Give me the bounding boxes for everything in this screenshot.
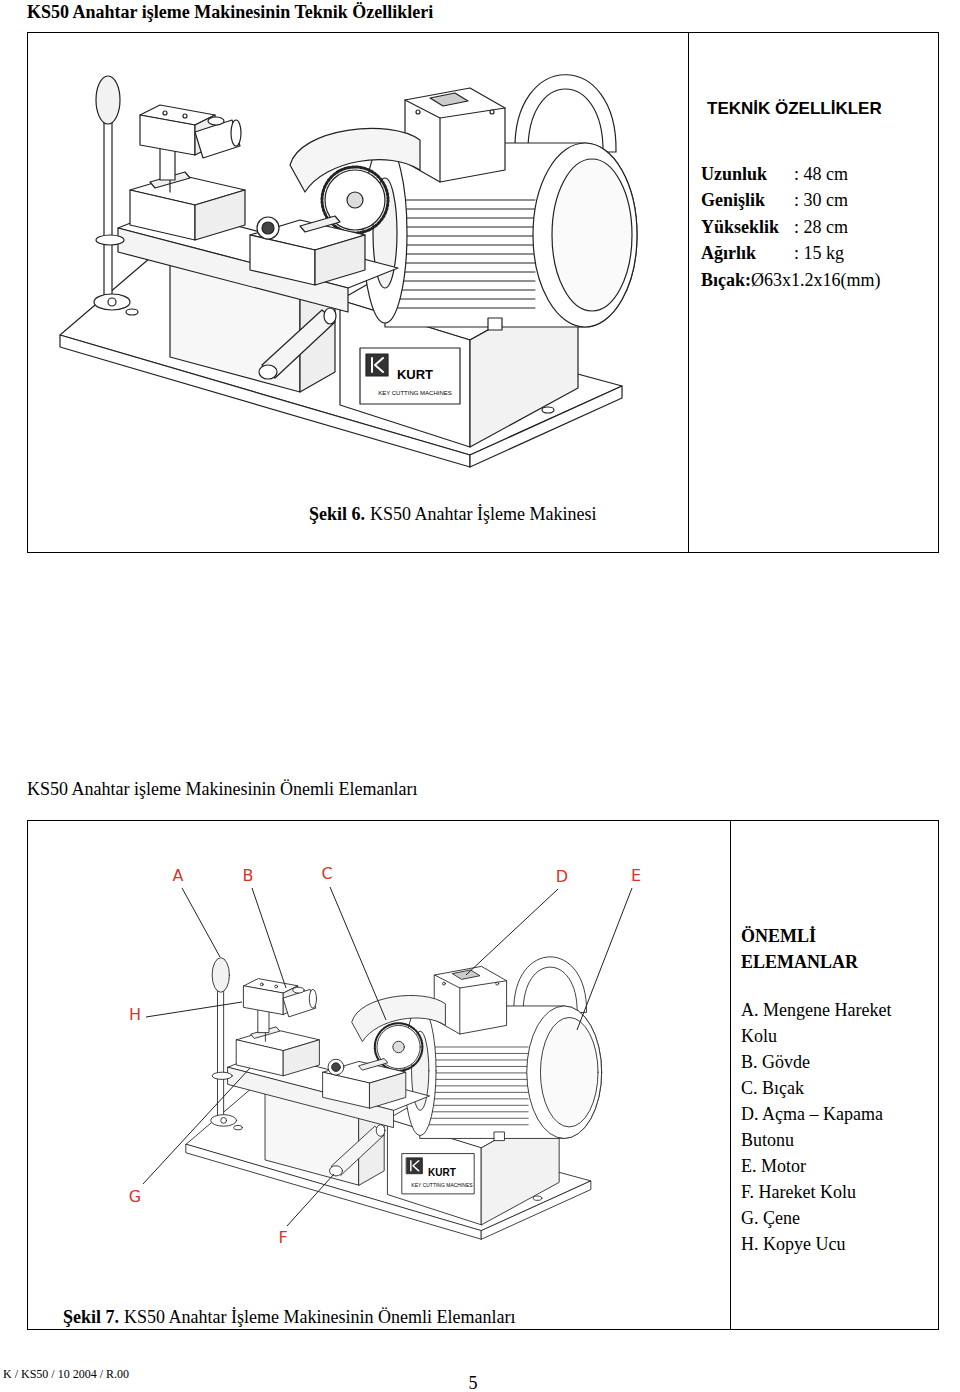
- logo-text: KURT: [397, 368, 433, 383]
- callout-letter: G: [129, 1188, 141, 1206]
- callout-letter: E: [631, 867, 641, 885]
- leader-line: [182, 888, 220, 957]
- node-text: : 48 cm: [794, 164, 848, 185]
- callout-letter: B: [243, 867, 254, 885]
- leader-line: [330, 887, 386, 1020]
- node-text: KS50 Anahtar İşleme Makinesinin Önemli E…: [124, 1307, 515, 1328]
- node-text: Ø63x1.2x16(mm): [751, 270, 881, 291]
- node-heading: ÖNEMLİ ELEMANLAR: [741, 923, 901, 975]
- node-text: C. Bıçak: [741, 1075, 926, 1101]
- callout-letter: C: [321, 865, 332, 883]
- node-text: Bıçak:: [701, 270, 751, 291]
- node-text: KS50 Anahtar İşleme Makinesi: [370, 504, 596, 525]
- node-text: Uzunluk: [701, 164, 767, 185]
- leader-lines: [143, 887, 632, 1226]
- section-heading: KS50 Anahtar işleme Makinesinin Önemli E…: [27, 779, 417, 800]
- node-text: G. Çene: [741, 1205, 926, 1231]
- figure-cell: Şekil 7.KS50 Anahtar İşleme Makinesinin …: [27, 820, 731, 1330]
- leader-line: [577, 888, 632, 1030]
- page-title: KS50 Anahtar işleme Makinesinin Teknik Ö…: [27, 2, 433, 23]
- logo-subtext: KEY CUTTING MACHINES: [411, 1183, 472, 1189]
- spec-panel: TEKNİK ÖZELLİKLER Uzunluk : 48 cm Genişlik:…: [688, 32, 939, 553]
- machine-figure-7: [186, 957, 601, 1239]
- node-heading: Şekil 7.: [63, 1307, 119, 1328]
- node-text: : 28 cm: [794, 217, 848, 238]
- logo-subtext: KEY CUTTING MACHINES: [378, 390, 452, 397]
- node-text: : 30 cm: [794, 190, 848, 211]
- callout-letter: F: [278, 1229, 287, 1247]
- callout-letter: A: [173, 867, 184, 885]
- node-text: : 15 kg: [794, 243, 844, 264]
- parts-list: ÖNEMLİ ELEMANLAR A. Mengene Hareket KoluB…: [730, 820, 939, 1330]
- text-column: ÖNEMLİ ELEMANLAR A. Mengene Hareket KoluB…: [741, 923, 926, 1257]
- callout-letter: H: [129, 1006, 141, 1024]
- machine-figure-6: [60, 75, 637, 467]
- footer-code: K / KS50 / 10 2004 / R.00: [3, 1368, 129, 1382]
- leader-line: [287, 1174, 334, 1226]
- node-text: Genişlik: [701, 190, 765, 211]
- node-heading: Şekil 6.: [309, 504, 365, 525]
- node-text: Yükseklik: [701, 217, 779, 238]
- leader-line: [143, 1068, 250, 1184]
- node-heading: TEKNİK ÖZELLİKLER: [707, 99, 882, 119]
- leader-line: [466, 889, 558, 975]
- node-text: A. Mengene Hareket Kolu: [741, 997, 926, 1049]
- node-text: H. Kopye Ucu: [741, 1231, 926, 1257]
- node-text: Ağırlık: [701, 243, 756, 264]
- leader-line: [146, 1002, 242, 1017]
- logo-text: KURT: [428, 1167, 456, 1179]
- callout-letter: D: [556, 868, 568, 886]
- page-number: 5: [469, 1373, 478, 1392]
- figure-cell: Şekil 6.KS50 Anahtar İşleme Makinesi: [27, 32, 689, 553]
- node-text: D. Açma – Kapama Butonu: [741, 1101, 926, 1153]
- node-text: F. Hareket Kolu: [741, 1179, 926, 1205]
- leader-line: [252, 888, 286, 988]
- node-text: E. Motor: [741, 1153, 926, 1179]
- node-text: B. Gövde: [741, 1049, 926, 1075]
